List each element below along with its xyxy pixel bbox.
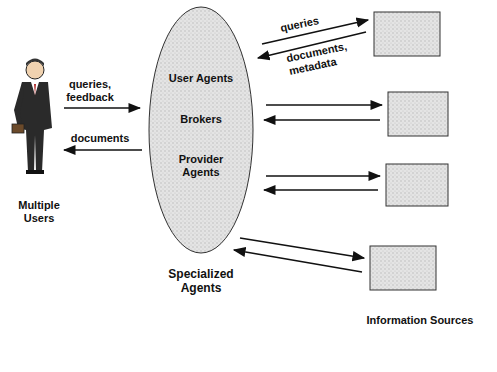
agent-label: Provider Agents — [166, 153, 236, 178]
agent-label: User Agents — [169, 72, 233, 85]
actor-label: Multiple Users — [3, 199, 75, 224]
flow-label: documents, metadata — [284, 38, 360, 78]
user-figure — [12, 59, 52, 175]
source-label: Information Sources — [366, 314, 475, 327]
group-heading: Specialized Agents — [148, 268, 254, 296]
information-source-boxes — [370, 12, 448, 290]
ellipse-outline — [148, 6, 254, 254]
agents-ellipse: User AgentsBrokersProvider AgentsSpecial… — [148, 6, 254, 254]
flow-label: queries, feedback — [59, 78, 121, 103]
flow-label: documents — [70, 132, 131, 145]
agent-label: Brokers — [180, 113, 222, 126]
